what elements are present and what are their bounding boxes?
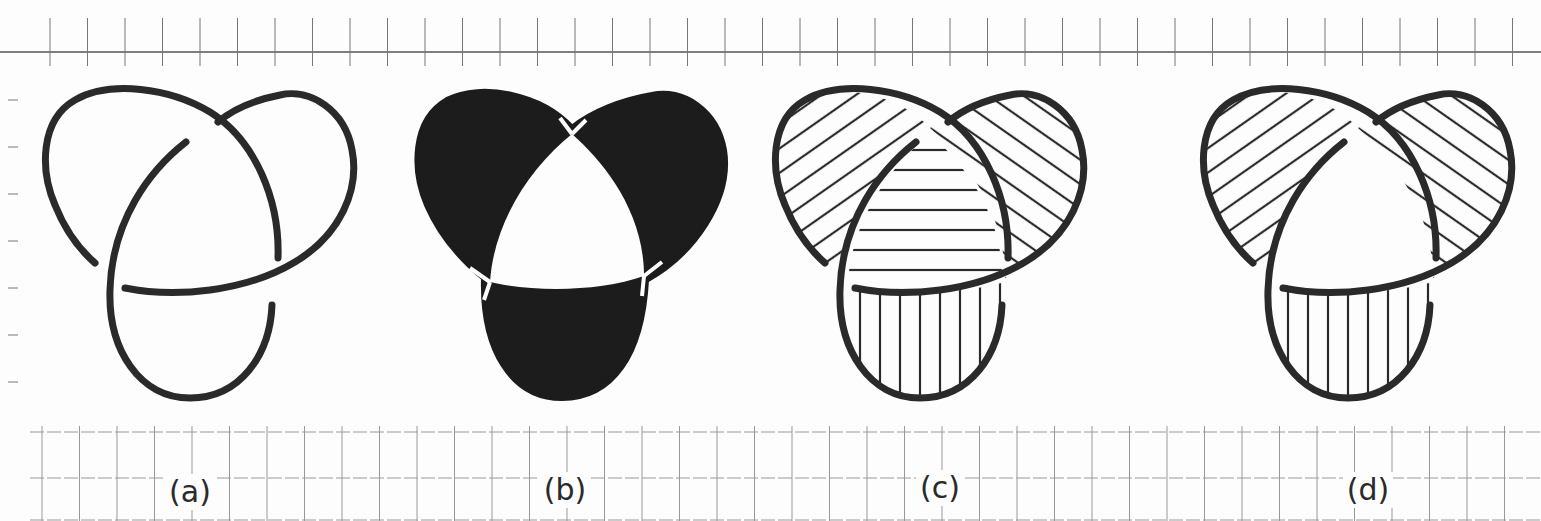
shaded-knot (417, 92, 725, 398)
trefoil-knot (45, 89, 353, 398)
grid-tick (8, 335, 18, 336)
grid-line (492, 426, 493, 521)
grid-line (604, 426, 605, 521)
hatched-lobes-knot (1203, 89, 1511, 398)
grid-tick (950, 18, 951, 66)
grid-tick (1400, 18, 1401, 66)
grid-line (30, 478, 1541, 479)
grid-line (229, 426, 230, 521)
grid-line (529, 426, 530, 521)
grid-tick (1475, 18, 1476, 66)
grid-line (1429, 426, 1430, 521)
grid-line (642, 426, 643, 521)
grid-line (1092, 426, 1093, 521)
grid-line (979, 426, 980, 521)
grid-tick (162, 18, 163, 66)
grid-tick (125, 18, 126, 66)
grid-tick (237, 18, 238, 66)
grid-line (30, 520, 1541, 521)
grid-line (417, 426, 418, 521)
grid-tick (800, 18, 801, 66)
grid-line (79, 426, 80, 521)
grid-tick (762, 18, 763, 66)
grid-line (829, 426, 830, 521)
grid-tick (1325, 18, 1326, 66)
grid-tick (1437, 18, 1438, 66)
grid-tick (1212, 18, 1213, 66)
grid-tick (200, 18, 201, 66)
grid-line (1054, 426, 1055, 521)
grid-tick (1287, 18, 1288, 66)
grid-line (867, 426, 868, 521)
grid-line (1017, 426, 1018, 521)
grid-line (379, 426, 380, 521)
grid-tick (350, 18, 351, 66)
grid-tick (1175, 18, 1176, 66)
grid-tick (1512, 18, 1513, 66)
grid-tick (425, 18, 426, 66)
grid-line (267, 426, 268, 521)
grid-line (1167, 426, 1168, 521)
grid-line (754, 426, 755, 521)
graph-paper-grid (0, 18, 1541, 521)
grid-line (1504, 426, 1505, 521)
grid-line (679, 426, 680, 521)
figure-label: (d) (1343, 472, 1393, 508)
grid-tick (50, 18, 51, 66)
grid-line (1204, 426, 1205, 521)
grid-tick (8, 288, 18, 289)
grid-line (30, 432, 1541, 433)
grid-tick (987, 18, 988, 66)
grid-tick (875, 18, 876, 66)
grid-tick (537, 18, 538, 66)
grid-tick (725, 18, 726, 66)
grid-line (0, 51, 1541, 53)
figure-label: (b) (540, 472, 590, 508)
grid-line (1317, 426, 1318, 521)
grid-line (904, 426, 905, 521)
grid-tick (8, 100, 18, 101)
grid-tick (500, 18, 501, 66)
grid-tick (575, 18, 576, 66)
grid-tick (837, 18, 838, 66)
grid-line (454, 426, 455, 521)
grid-tick (8, 194, 18, 195)
grid-tick (462, 18, 463, 66)
grid-tick (612, 18, 613, 66)
grid-tick (1062, 18, 1063, 66)
grid-line (304, 426, 305, 521)
grid-tick (912, 18, 913, 66)
grid-tick (650, 18, 651, 66)
grid-line (1467, 426, 1468, 521)
grid-line (717, 426, 718, 521)
figure-label: (c) (916, 470, 964, 506)
grid-tick (8, 147, 18, 148)
grid-tick (1250, 18, 1251, 66)
grid-tick (1362, 18, 1363, 66)
grid-line (42, 426, 43, 521)
grid-line (1279, 426, 1280, 521)
grid-line (1242, 426, 1243, 521)
grid-tick (87, 18, 88, 66)
grid-tick (8, 382, 18, 383)
grid-tick (687, 18, 688, 66)
grid-tick (387, 18, 388, 66)
grid-line (117, 426, 118, 521)
grid-line (154, 426, 155, 521)
figure-label: (a) (165, 474, 215, 510)
grid-tick (275, 18, 276, 66)
grid-tick (8, 241, 18, 242)
grid-tick (1137, 18, 1138, 66)
grid-line (342, 426, 343, 521)
grid-line (792, 426, 793, 521)
grid-line (1129, 426, 1130, 521)
hatched-surface-knot (775, 89, 1083, 398)
grid-tick (312, 18, 313, 66)
grid-tick (1100, 18, 1101, 66)
grid-tick (1025, 18, 1026, 66)
